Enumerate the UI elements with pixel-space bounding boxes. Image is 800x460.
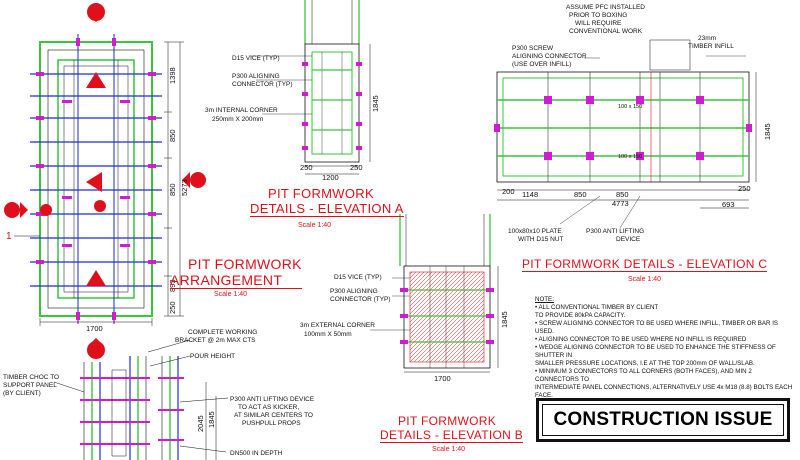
dim-2045: 2045 — [196, 415, 205, 432]
arrangement-title: PIT FORMWORK ARRANGEMENT — [170, 256, 302, 289]
label-pour-height: POUR HEIGHT — [190, 353, 235, 360]
label-section-upper: 100 x 150 — [618, 104, 642, 110]
label-screw-3: (USE OVER INFILL) — [512, 61, 571, 68]
label-d15-vice-a: D15 VICE (TYP) — [232, 55, 280, 62]
elev-b-title: PIT FORMWORK DETAILS - ELEVATION B — [380, 414, 523, 443]
label-choc-2: SUPPORT PANEL — [3, 382, 57, 389]
elev-a-title: PIT FORMWORK DETAILS - ELEVATION A — [250, 186, 404, 217]
arrangement-scale: Scale 1:40 — [214, 291, 248, 298]
label-bracket-1: COMPLETE WORKING — [188, 329, 257, 336]
label-pfc-1: ASSUME PFC INSTALLED — [566, 4, 645, 11]
note-line-6: SMALLER PRESSURE LOCATIONS, I.E AT THE T… — [535, 360, 755, 367]
dim-693-c: 693 — [722, 200, 735, 209]
label-screw-2: ALIGNING CONNECTOR — [512, 53, 587, 60]
arrangement-dims: 1398 850 850 5273 893 250 1700 1 — [6, 67, 189, 333]
arrangement-title-line2: ARRANGEMENT — [170, 272, 302, 289]
label-timber-1: 23mm — [698, 35, 716, 42]
label-aligning-b-2: CONNECTOR (TYP) — [330, 296, 391, 303]
label-external-corner-2: 100mm X 50mm — [304, 331, 352, 338]
label-choc-3: (BY CLIENT) — [3, 390, 41, 397]
label-depth: DN500 IN DEPTH — [230, 450, 283, 457]
label-anti-lift-1: P300 ANTI LIFTING — [586, 228, 644, 235]
dim-1845-c: 1845 — [763, 123, 772, 140]
dim-200-c: 200 — [502, 187, 515, 196]
dim-1700-b: 1700 — [434, 374, 451, 383]
section-detail — [53, 339, 229, 460]
elev-a-title-line1: PIT FORMWORK — [268, 186, 374, 201]
elev-c-title-text: PIT FORMWORK DETAILS - ELEVATION C — [522, 257, 768, 272]
elev-c-scale: Scale 1:40 — [628, 276, 662, 283]
dim-4773-c: 4773 — [612, 199, 629, 208]
elev-c-title: PIT FORMWORK DETAILS - ELEVATION C — [522, 257, 768, 272]
dim-1845-section: 1845 — [207, 411, 216, 428]
dim-850-c-left: 850 — [574, 190, 587, 199]
note-line-3: • SCREW ALIGNING CONNECTOR TO BE USED WH… — [535, 320, 779, 335]
elevation-c — [494, 39, 757, 229]
label-aligning-b-1: P300 ALIGNING — [330, 288, 378, 295]
label-pfc-3: WILL REQUIRE — [575, 20, 622, 27]
label-section-lower: 100 x 150 — [618, 154, 642, 160]
dim-850-c-right: 850 — [616, 190, 629, 199]
note-line-4: • ALIGNING CONNECTOR TO BE USED WHERE NO… — [535, 336, 747, 343]
elev-b-title-line2: DETAILS - ELEVATION B — [380, 428, 523, 443]
arrangement-plan — [4, 3, 206, 359]
dim-1700-arr: 1700 — [86, 324, 103, 333]
label-choc-1: TIMBER CHOC TO — [3, 374, 59, 381]
label-external-corner-1: 3m EXTERNAL CORNER — [300, 322, 375, 329]
note-line-1: • ALL CONVENTIONAL TIMBER BY CLIENT — [535, 304, 659, 311]
label-kicker-1: P300 ANTI LIFTING DEVICE — [230, 396, 315, 403]
dim-1398: 1398 — [168, 67, 177, 84]
section-marker-1: 1 — [6, 231, 12, 242]
label-screw-1: P300 SCREW — [512, 45, 554, 52]
arrangement-title-line1: PIT FORMWORK — [188, 256, 302, 272]
dim-1845-a: 1845 — [371, 95, 380, 112]
dim-893: 893 — [168, 279, 177, 292]
elevation-b-text: D15 VICE (TYP) P300 ALIGNING CONNECTOR (… — [300, 274, 509, 383]
label-pfc-4: CONVENTIONAL WORK — [569, 28, 643, 35]
dim-250-a-left: 250 — [300, 163, 313, 172]
label-pfc-2: PRIOR TO BOXING — [569, 12, 627, 19]
label-internal-corner-1: 3m INTERNAL CORNER — [205, 107, 278, 114]
dim-5273: 5273 — [180, 179, 189, 196]
elevation-a-text: D15 VICE (TYP) P300 ALIGNING CONNECTOR (… — [205, 55, 380, 182]
label-aligning-a-1: P300 ALIGNING — [232, 73, 280, 80]
elevation-c-text: ASSUME PFC INSTALLED PRIOR TO BOXING WIL… — [502, 4, 772, 243]
elev-a-scale: Scale 1:40 — [298, 222, 332, 229]
label-d15-vice-b: D15 VICE (TYP) — [334, 274, 382, 281]
elevation-b — [370, 214, 499, 373]
note-line-2: TO PROVIDE 80kPA CAPACITY. — [535, 312, 626, 319]
label-kicker-2: TO ACT AS KICKER, — [238, 404, 299, 411]
note-line-8: INTERMEDIATE PANEL CONNECTIONS, ALTERNAT… — [535, 384, 793, 399]
dim-850-lower: 850 — [168, 183, 177, 196]
label-kicker-3: AT SIMILAR CENTERS TO — [234, 412, 313, 419]
construction-issue-stamp: CONSTRUCTION ISSUE — [536, 398, 790, 442]
dim-1845-b: 1845 — [500, 311, 509, 328]
dim-250-a-right: 250 — [350, 163, 363, 172]
dim-250-arr: 250 — [168, 301, 177, 314]
label-plate-1: 100x80x10 PLATE — [508, 228, 562, 235]
dim-250-c: 250 — [738, 184, 751, 193]
elev-b-title-line1: PIT FORMWORK — [398, 414, 497, 428]
label-kicker-4: PUSHPULL PROPS — [242, 420, 301, 427]
note-line-7: • MINIMUM 3 CONNECTORS TO ALL CORNERS (B… — [535, 368, 752, 383]
notes-block: NOTE: • ALL CONVENTIONAL TIMBER BY CLIEN… — [535, 296, 797, 400]
label-timber-2: TIMBER INFILL — [688, 43, 734, 50]
note-line-5: • WEDGE ALIGNING CONNECTOR TO BE USED TO… — [535, 344, 776, 359]
elev-a-title-line2: DETAILS - ELEVATION A — [250, 201, 404, 217]
elevation-a — [250, 0, 371, 175]
dim-850-upper: 850 — [168, 129, 177, 142]
label-anti-lift-2: DEVICE — [616, 236, 641, 243]
elev-b-scale: Scale 1:40 — [432, 446, 466, 453]
label-plate-2: WITH D15 NUT — [518, 236, 564, 243]
label-internal-corner-2: 250mm X 200mm — [212, 116, 263, 123]
label-aligning-a-2: CONNECTOR (TYP) — [232, 81, 293, 88]
dim-1148-c: 1148 — [522, 190, 538, 199]
section-text: COMPLETE WORKING BRACKET @ 2m MAX CTS PO… — [3, 329, 315, 457]
notes-heading: NOTE: — [535, 296, 554, 303]
dim-1200-a: 1200 — [322, 173, 339, 182]
label-bracket-2: BRACKET @ 2m MAX CTS — [175, 337, 256, 344]
